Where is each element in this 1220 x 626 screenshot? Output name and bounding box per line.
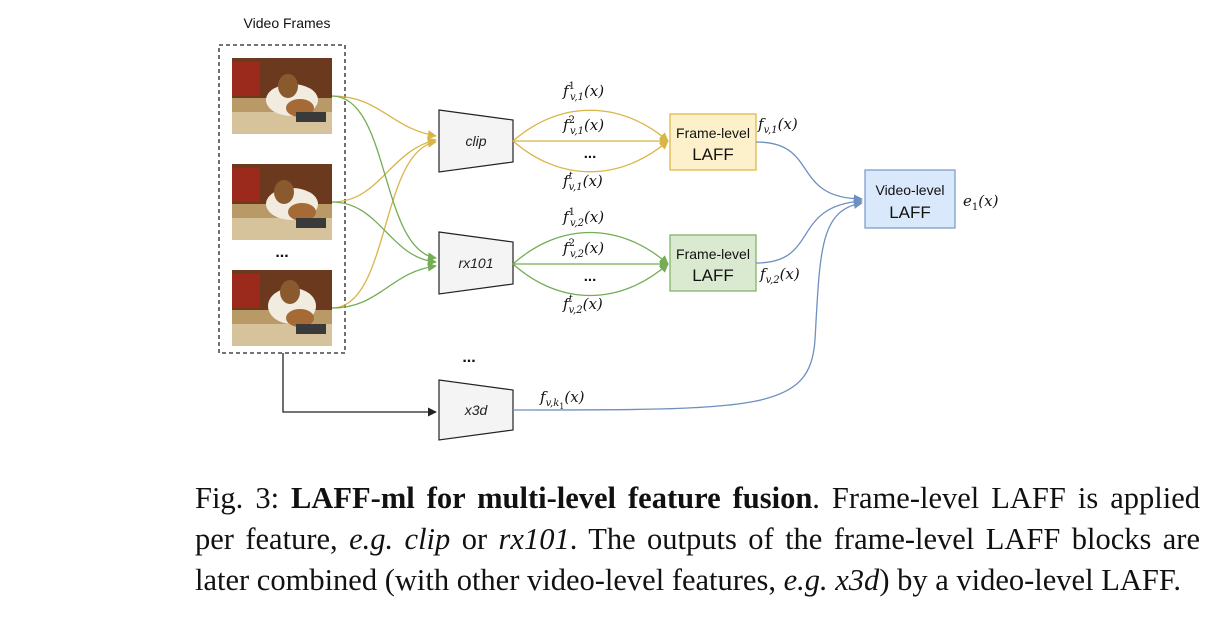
frame3-to-clip [331,138,437,309]
diagram: Video Frames ... [218,15,999,441]
caption-eg-1: e.g. [349,522,394,556]
x3d-extractor [438,379,514,441]
video-frame-2 [232,164,332,240]
video-laff-box [864,169,956,229]
caption-rx101: rx101 [498,522,570,556]
frame-laff-1-box [669,113,757,171]
frame-laff-1-to-video-laff [755,141,863,204]
caption-text-3: . The outputs of the frame-level LAFF bl… [195,522,1201,597]
video-frame-3 [232,270,332,346]
frames-ellipsis: ... [275,244,288,261]
frame-laff-2-line1: Frame-level [676,246,750,262]
clip-branch-ellipsis: ... [584,145,597,162]
clip-feature-t-arrow [512,140,669,173]
frame1-to-rx101 [331,95,437,262]
caption-fig-number: Fig. 3: [195,481,292,515]
caption-clip: clip [404,522,451,556]
rx101-feature-1-arrow [512,231,669,265]
frame-laff-2-to-video-laff [755,197,863,264]
rx101-label: rx101 [458,255,493,271]
caption-eg-2: e.g. [783,563,828,597]
label-f-vk1: fv,k1(x) [539,388,585,411]
frame-laff-1-line2: LAFF [692,145,734,164]
frame3-to-rx101 [331,262,437,309]
video-laff-line1: Video-level [875,182,944,198]
caption-text-1: . Frame-level LAFF is applied per featur… [195,481,1200,556]
figure-caption: Fig. 3: LAFF-ml for multi-level feature … [195,478,1200,601]
caption-text-4: ) by a video-level LAFF. [879,563,1181,597]
frame2-to-rx101 [331,201,437,266]
clip-feature-1-arrow [512,109,669,142]
frames-container [218,44,346,354]
video-laff-line2: LAFF [889,203,931,222]
frames-label: Video Frames [244,15,331,31]
frames-to-x3d [282,353,437,417]
frame-laff-2-box [669,234,757,292]
rx101-feature-t-arrow [512,263,669,297]
caption-title: LAFF-ml for multi-level feature fusion [291,481,813,515]
clip-extractor [438,109,514,173]
frame-laff-1-line1: Frame-level [676,125,750,141]
frame-laff-2-line2: LAFF [692,266,734,285]
x3d-to-video-laff [512,199,863,411]
rx101-extractor [438,231,514,295]
label-e1: e1(x) [963,192,999,213]
x3d-label: x3d [464,402,489,418]
caption-text-2: or [450,522,499,556]
label-f-v1-out: fv,1(x) [757,115,798,136]
clip-label: clip [465,133,486,149]
frame1-to-clip [331,95,437,140]
label-f-v2-out: fv,2(x) [759,265,800,286]
extractor-ellipsis: ... [462,349,475,366]
rx101-branch-ellipsis: ... [584,268,597,285]
video-frame-1 [232,58,332,134]
caption-x3d: x3d [835,563,880,597]
